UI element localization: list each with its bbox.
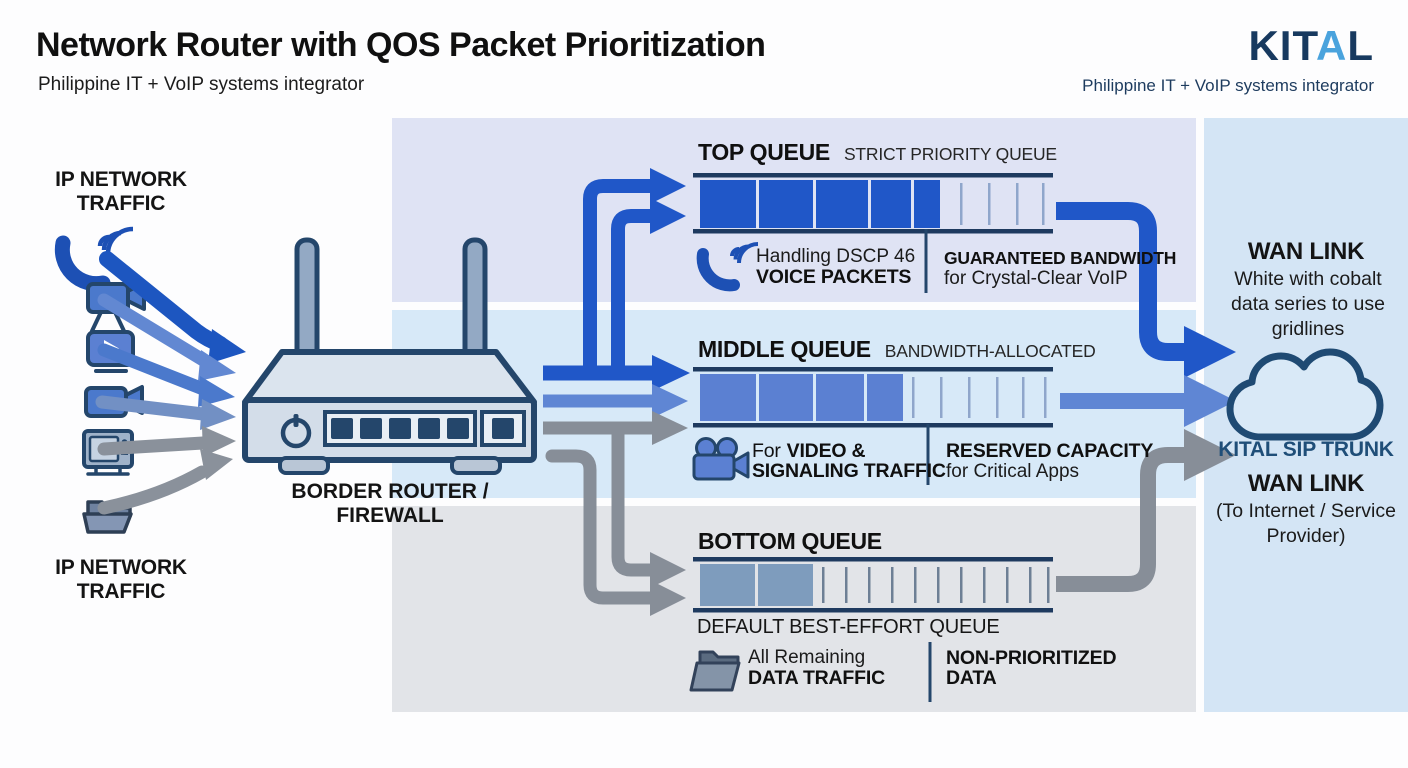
wan-panel [1204, 118, 1408, 712]
middle-queue-subtitle: BANDWIDTH-ALLOCATED [884, 341, 1096, 361]
kital-logo: KITAL [1248, 22, 1374, 70]
power-icon [280, 414, 312, 449]
middle-benefit-line2: for Critical Apps [946, 461, 1080, 482]
top-queue-header: TOP QUEUE STRICT PRIORITY QUEUE [698, 139, 1057, 166]
top-benefit-line2: for Crystal-Clear VoIP [944, 268, 1128, 289]
middle-queue-title: MIDDLE QUEUE [698, 336, 871, 362]
bottom-benefit-line2: DATA [946, 667, 997, 689]
top-queue-title: TOP QUEUE [698, 139, 830, 165]
tv-icon [82, 429, 134, 476]
top-note-line1: Handling DSCP 46 [756, 246, 916, 267]
wan-link-desc-bottom: (To Internet / Service Provider) [1216, 500, 1396, 547]
wan-link-title-bottom: WAN LINK [1247, 470, 1365, 497]
video-stream-icon [86, 330, 135, 373]
ip-traffic-label-top: IP NETWORK TRAFFIC [55, 168, 187, 216]
bottom-note-line1: All Remaining [748, 647, 866, 668]
video-camera-icon [84, 385, 144, 418]
top-note-line2: VOICE PACKETS [756, 266, 912, 288]
router-label: BORDER ROUTER / FIREWALL [291, 480, 489, 528]
bottom-queue-title: BOTTOM QUEUE [698, 528, 882, 554]
wan-link-desc-top: White with cobalt data series to use gri… [1231, 268, 1385, 340]
middle-note-prefix: For [752, 440, 781, 462]
ip-traffic-label-bottom: IP NETWORK TRAFFIC [55, 556, 187, 604]
page-subtitle: Philippine IT + VoIP systems integrator [38, 74, 365, 95]
logo-part1: KIT [1248, 22, 1316, 69]
bottom-queue-caption: DEFAULT BEST-EFFORT QUEUE [697, 616, 1000, 638]
top-queue-subtitle: STRICT PRIORITY QUEUE [843, 144, 1057, 164]
bottom-benefit-line1: NON-PRIORITIZED [946, 647, 1117, 669]
middle-queue-header: MIDDLE QUEUE BANDWIDTH-ALLOCATED [698, 336, 1096, 363]
folder-icon [82, 500, 133, 534]
bottom-note-line2: DATA TRAFFIC [748, 667, 885, 689]
top-benefit-line1: GUARANTEED BANDWIDTH [944, 248, 1177, 268]
voip-phone-icon [54, 226, 134, 292]
logo-subtitle: Philippine IT + VoIP systems integrator [1082, 76, 1374, 95]
sip-trunk-label: KITAL SIP TRUNK [1218, 438, 1394, 461]
middle-note-bold: VIDEO & [786, 440, 866, 462]
page-title: Network Router with QOS Packet Prioritiz… [36, 26, 766, 64]
wan-link-title-top: WAN LINK [1247, 238, 1365, 265]
logo-accent: A [1316, 22, 1348, 69]
middle-benefit-line1: RESERVED CAPACITY [946, 440, 1154, 462]
video-camera-icon [86, 281, 146, 333]
logo-part2: L [1347, 22, 1374, 69]
middle-note-line2: SIGNALING TRAFFIC [752, 460, 946, 482]
ingress-arrows [95, 251, 246, 515]
